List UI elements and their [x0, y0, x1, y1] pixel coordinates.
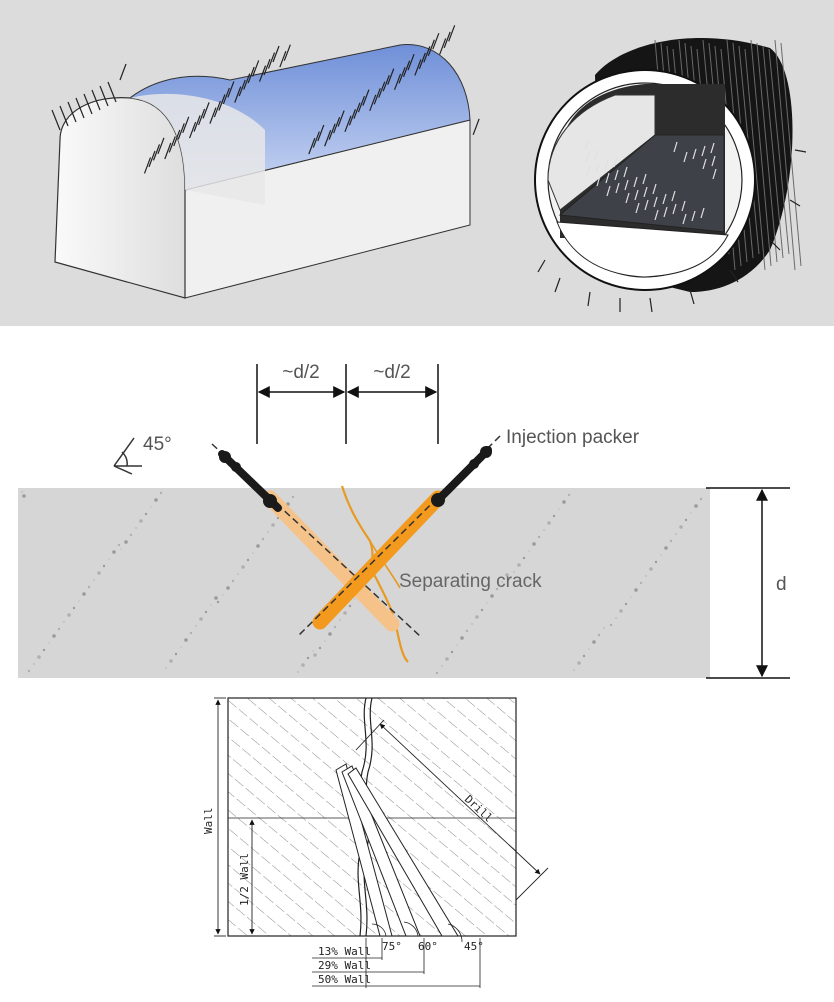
- depth-dimension: [706, 487, 790, 679]
- block-end-face: [54, 97, 186, 299]
- injection-packer-left: [218, 450, 282, 512]
- separating-crack-label: Separating crack: [399, 571, 542, 592]
- injection-packer-right: [431, 446, 492, 507]
- drill-dimension: [355, 719, 549, 901]
- tunnel-illustrations: [51, 25, 807, 313]
- offset-50-label: 50% Wall: [318, 973, 371, 986]
- half-wall-label: 1/2 Wall: [238, 853, 251, 906]
- circular-tunnel: [534, 38, 807, 313]
- injection-diagram: ~d/2 ~d/2 d 45°: [18, 362, 790, 679]
- wall-label: Wall: [202, 808, 215, 835]
- wall-section-panel: Drill Wall 1/2 Wall 75° 60° 45°: [0, 692, 834, 1002]
- angle-45-label: 45°: [464, 940, 484, 953]
- wall-dimension: [214, 697, 255, 937]
- angle-markers: [371, 921, 463, 943]
- wall-section-drawing: Drill Wall 1/2 Wall 75° 60° 45°: [202, 697, 549, 988]
- offset-13-label: 13% Wall: [318, 945, 371, 958]
- dimension-lines: [256, 364, 439, 444]
- injection-packer-label: Injection packer: [506, 427, 640, 448]
- arched-block: [51, 25, 480, 299]
- injection-diagram-panel: ~d/2 ~d/2 d 45°: [0, 326, 834, 692]
- tunnel-illustrations-panel: [0, 0, 834, 326]
- concrete-texture: [21, 491, 703, 675]
- anchor-lines: [51, 25, 480, 174]
- dimension-left-label: ~d/2: [282, 362, 320, 383]
- offset-29-label: 29% Wall: [318, 959, 371, 972]
- dimension-right-label: ~d/2: [373, 362, 411, 383]
- angle-75-label: 75°: [382, 940, 402, 953]
- offset-dimensions: [312, 938, 481, 988]
- angle-label: 45°: [143, 434, 172, 455]
- angle-60-label: 60°: [418, 940, 438, 953]
- angle-icon: [113, 437, 142, 475]
- depth-label: d: [776, 574, 787, 595]
- separating-crack: [340, 485, 409, 663]
